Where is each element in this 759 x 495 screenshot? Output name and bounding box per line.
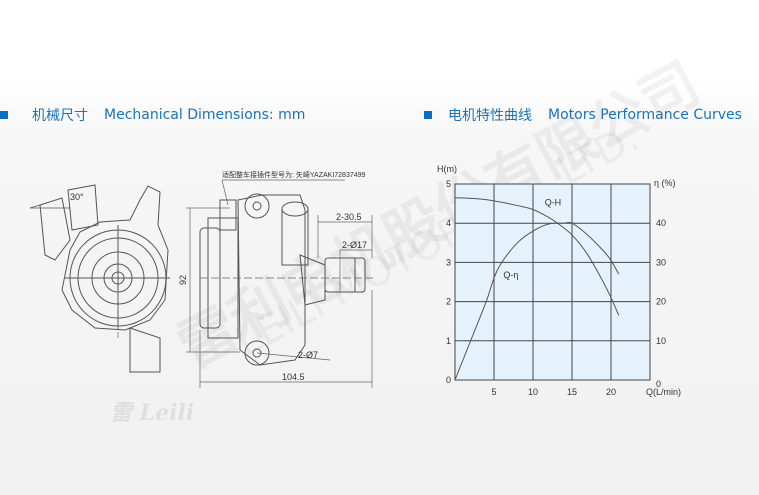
curves-header: 电机特性曲线 Motors Performance Curves xyxy=(424,105,742,125)
y-axis-label: H(m) xyxy=(437,164,457,174)
series-label: Q-η xyxy=(503,270,518,280)
y-tick-label: 3 xyxy=(446,257,451,267)
bullet-square-icon xyxy=(424,111,432,119)
x-axis-label: Q(L/min) xyxy=(646,387,681,397)
y-tick-label: 4 xyxy=(446,218,451,228)
y2-tick-label: 20 xyxy=(656,297,666,307)
port-length-dimension: 2-30.5 xyxy=(336,212,362,222)
dimensions-title-cn: 机械尺寸 xyxy=(32,108,88,124)
curves-title-cn: 电机特性曲线 xyxy=(448,108,532,124)
y-tick-label: 1 xyxy=(446,336,451,346)
x-tick-label: 15 xyxy=(567,387,577,397)
curves-title-en: Motors Performance Curves xyxy=(548,107,742,123)
y2-tick-label: 10 xyxy=(656,336,666,346)
y-tick-label: 0 xyxy=(446,375,451,385)
y2-tick-label: 0 xyxy=(656,379,661,389)
y2-tick-label: 30 xyxy=(656,257,666,267)
dimensions-title-en: Mechanical Dimensions: mm xyxy=(104,107,306,123)
connector-note: 适配整车接插件型号为: 矢崎YAZAKI72837499 xyxy=(222,170,366,179)
series-line-q-h xyxy=(454,197,620,316)
x-tick-label: 5 xyxy=(491,387,496,397)
y-tick-label: 5 xyxy=(446,179,451,189)
height-dimension: 92 xyxy=(178,275,188,285)
watermark-logo: 雷 Leili xyxy=(110,400,195,426)
series-line-q-eta xyxy=(454,221,620,381)
y2-tick-label: 40 xyxy=(656,218,666,228)
plot-area xyxy=(454,183,651,381)
x-tick-label: 10 xyxy=(528,387,538,397)
y-tick-label: 2 xyxy=(446,297,451,307)
series-label: Q-H xyxy=(545,198,562,208)
dimension-lines xyxy=(117,179,375,388)
width-dimension: 104.5 xyxy=(282,372,305,382)
angle-label: 30° xyxy=(70,192,84,202)
y2-axis-label: η (%) xyxy=(654,178,676,188)
mechanical-drawing: 30° 适配整车接插件型号为: 矢崎YAZAKI72837499 92 104.… xyxy=(29,170,375,388)
port-diameter-dimension: 2-Ø17 xyxy=(342,240,367,250)
hole-diameter-dimension: 2-Ø7 xyxy=(298,350,318,360)
dimensions-header: 机械尺寸 Mechanical Dimensions: mm xyxy=(0,105,305,125)
x-tick-label: 20 xyxy=(606,387,616,397)
bullet-square-icon xyxy=(0,111,8,119)
